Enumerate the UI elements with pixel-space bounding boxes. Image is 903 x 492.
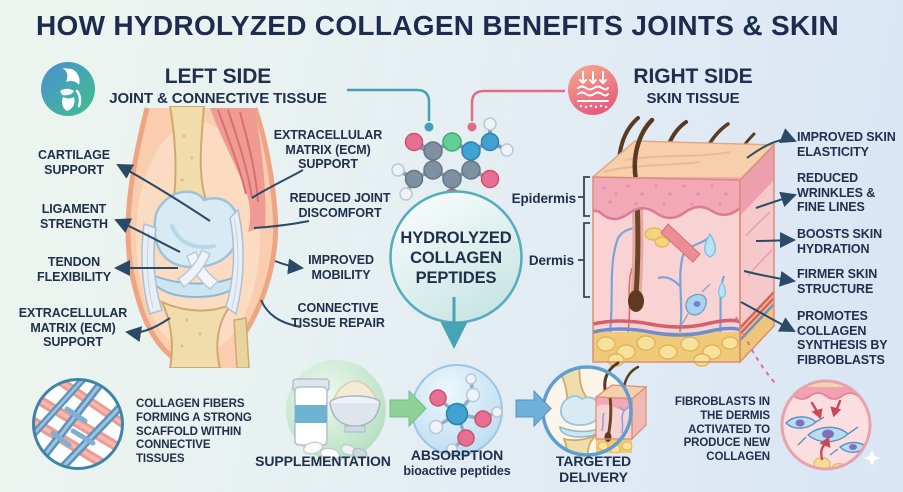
label-reduced-wrinkles: REDUCED WRINKLES & FINE LINES: [797, 171, 876, 214]
center-line-3: PEPTIDES: [415, 269, 497, 288]
collagen-fibers-caption: COLLAGEN FIBERS FORMING A STRONG SCAFFOL…: [136, 398, 252, 466]
step-supplementation-label: SUPPLEMENTATION: [255, 453, 391, 469]
left-section-heading: LEFT SIDE: [164, 65, 272, 88]
right-section-subheading: SKIN TISSUE: [646, 90, 740, 107]
step-absorption-sublabel: bioactive peptides: [403, 464, 511, 478]
label-dermis: Dermis: [528, 253, 574, 268]
step-targeted-delivery-label: TARGETED DELIVERY: [555, 453, 632, 486]
step-absorption-label: ABSORPTION: [410, 447, 504, 463]
targeted-delivery-illustration: [541, 361, 648, 457]
label-ecm-support-left: EXTRACELLULAR MATRIX (ECM) SUPPORT: [18, 306, 128, 349]
center-circle-label: HYDROLYZED COLLAGEN PEPTIDES: [394, 228, 518, 288]
label-promotes-collagen-synthesis: PROMOTES COLLAGEN SYNTHESIS BY FIBROBLAS…: [797, 309, 888, 367]
label-boosts-skin-hydration: BOOSTS SKIN HYDRATION: [797, 227, 883, 256]
fibroblasts-illustration: [780, 379, 872, 471]
label-ecm-support-mid: EXTRACELLULAR MATRIX (ECM) SUPPORT: [273, 128, 383, 171]
center-line-1: HYDROLYZED: [400, 229, 512, 247]
absorption-illustration: [411, 364, 503, 456]
label-connective-tissue-repair: CONNECTIVE TISSUE REPAIR: [291, 301, 385, 330]
label-reduced-joint-discomfort: REDUCED JOINT DISCOMFORT: [289, 191, 391, 220]
center-line-2: COLLAGEN: [410, 249, 502, 268]
supplementation-illustration: [286, 360, 386, 461]
label-tendon-flexibility: TENDON FLEXIBILITY: [37, 255, 111, 284]
knee-joint-icon: [41, 62, 95, 116]
skin-cross-section-illustration: [591, 116, 776, 367]
label-ligament-strength: LIGAMENT STRENGTH: [40, 202, 108, 231]
label-cartilage-support: CARTILAGE SUPPORT: [37, 148, 110, 177]
collagen-fibers-illustration: [32, 378, 124, 470]
label-improved-mobility: IMPROVED MOBILITY: [308, 253, 374, 282]
right-section-heading: RIGHT SIDE: [633, 65, 753, 88]
label-improved-skin-elasticity: IMPROVED SKIN ELASTICITY: [797, 130, 896, 159]
fibroblasts-caption: FIBROBLASTS IN THE DERMIS ACTIVATED TO P…: [674, 396, 770, 464]
left-section-subheading: JOINT & CONNECTIVE TISSUE: [109, 90, 327, 107]
skin-layers-icon: [568, 65, 618, 115]
label-epidermis: Epidermis: [511, 191, 576, 206]
label-firmer-skin-structure: FIRMER SKIN STRUCTURE: [797, 267, 878, 296]
page-title: HOW HYDROLYZED COLLAGEN BENEFITS JOINTS …: [36, 10, 840, 41]
